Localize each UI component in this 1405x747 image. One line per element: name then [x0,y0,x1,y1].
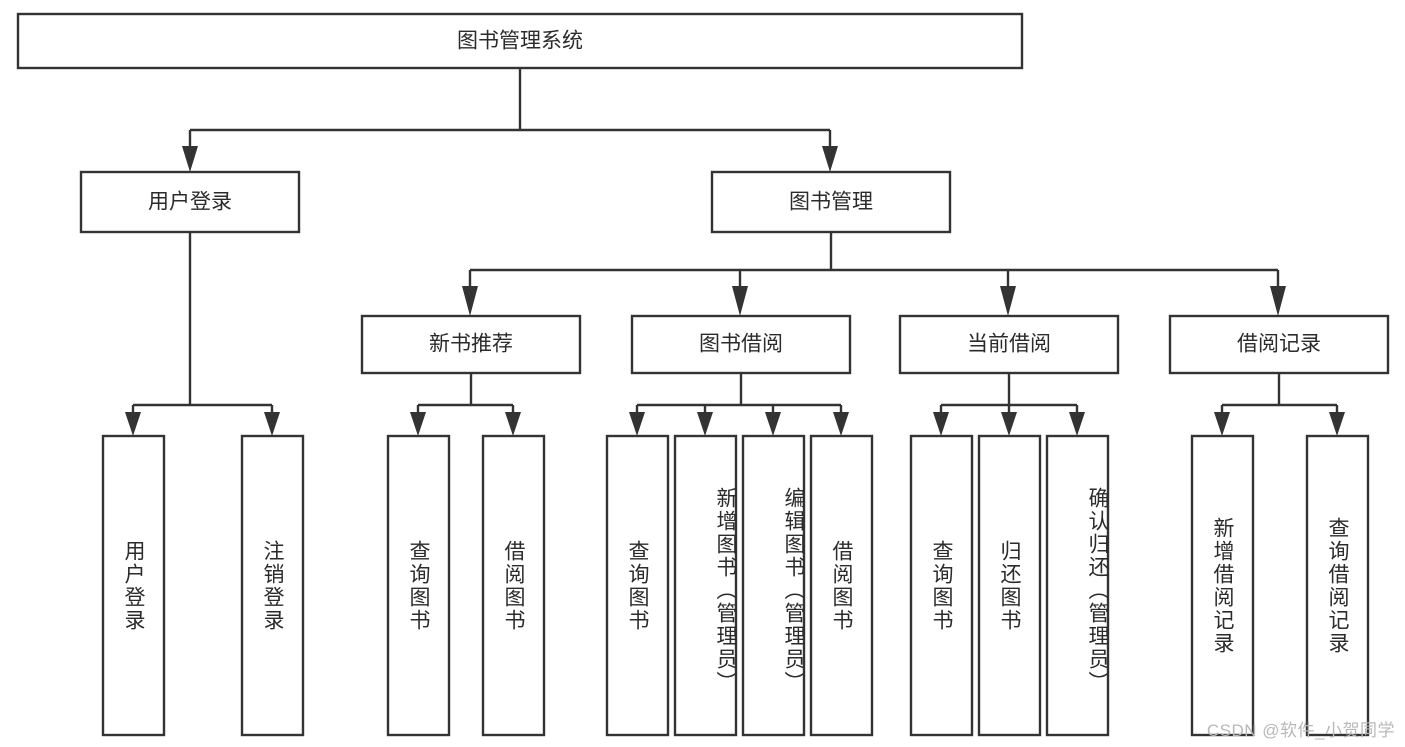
leaf-box-book-borrow-1[interactable] [673,434,738,737]
node-borrow-record[interactable]: 借阅记录 [1168,314,1390,375]
arrow-head-icon [182,146,198,172]
arrow-head-icon [833,412,849,436]
node-root-label: 图书管理系统 [457,30,583,53]
arrow-head-icon [264,412,280,436]
node-new-book-rec-label: 新书推荐 [429,333,513,356]
arrow-head-icon [933,412,949,436]
arrow-head-icon [1329,412,1345,436]
arrow-head-icon [125,412,141,436]
leaf-box-new-book-rec-1[interactable] [481,434,546,737]
arrow-head-icon [822,146,838,172]
node-user-login[interactable]: 用户登录 [79,170,301,234]
arrow-head-icon [1214,412,1230,436]
leaf-box-user-login-0[interactable] [101,434,166,737]
leaf-box-new-book-rec-0[interactable] [386,434,451,737]
connector-book-borrow-to-leaves [629,373,849,436]
connector-user-login-to-leaves [125,232,280,436]
leaf-box-borrow-record-1[interactable] [1305,434,1370,737]
node-borrow-record-label: 借阅记录 [1237,333,1321,356]
node-current-borrow[interactable]: 当前借阅 [898,314,1120,375]
node-new-book-rec[interactable]: 新书推荐 [360,314,582,375]
leaf-box-current-borrow-2[interactable] [1045,434,1110,737]
node-user-login-label: 用户登录 [148,191,232,214]
leaf-box-book-borrow-0[interactable] [605,434,670,737]
arrow-head-icon [462,286,478,316]
arrow-head-icon [410,412,426,436]
node-root-box[interactable] [16,12,1024,70]
node-current-borrow-box[interactable] [898,314,1120,375]
connector-borrow-record-to-leaves [1214,373,1345,436]
arrow-head-icon [732,286,748,316]
node-book-manage-label: 图书管理 [789,191,873,214]
node-new-book-rec-box[interactable] [360,314,582,375]
leaf-box-book-borrow-3[interactable] [809,434,874,737]
leaf-box-current-borrow-0[interactable] [909,434,974,737]
arrow-head-icon [765,412,781,436]
node-root[interactable]: 图书管理系统 [16,12,1024,70]
arrow-head-icon [1001,412,1017,436]
arrow-head-icon [1069,412,1085,436]
leaf-box-user-login-1[interactable] [240,434,305,737]
connector-book-manage-to-level3 [462,232,1286,316]
arrow-head-icon [1000,286,1016,316]
connector-new-book-rec-to-leaves [410,373,521,436]
csdn-watermark: CSDN @软件_小贺同学 [1206,721,1395,740]
node-current-borrow-label: 当前借阅 [967,333,1051,356]
arrow-head-icon [1270,286,1286,316]
node-book-borrow-label: 图书借阅 [699,333,783,356]
connector-current-borrow-to-leaves [933,373,1085,436]
connector-root-to-level2 [182,68,838,172]
leaf-box-borrow-record-0[interactable] [1190,434,1255,737]
arrow-head-icon [629,412,645,436]
arrow-head-icon [505,412,521,436]
leaf-box-current-borrow-1[interactable] [977,434,1042,737]
leaf-box-book-borrow-2[interactable] [741,434,806,737]
node-book-borrow[interactable]: 图书借阅 [630,314,852,375]
arrow-head-icon [697,412,713,436]
node-book-manage[interactable]: 图书管理 [710,170,952,234]
node-user-login-box[interactable] [79,170,301,234]
